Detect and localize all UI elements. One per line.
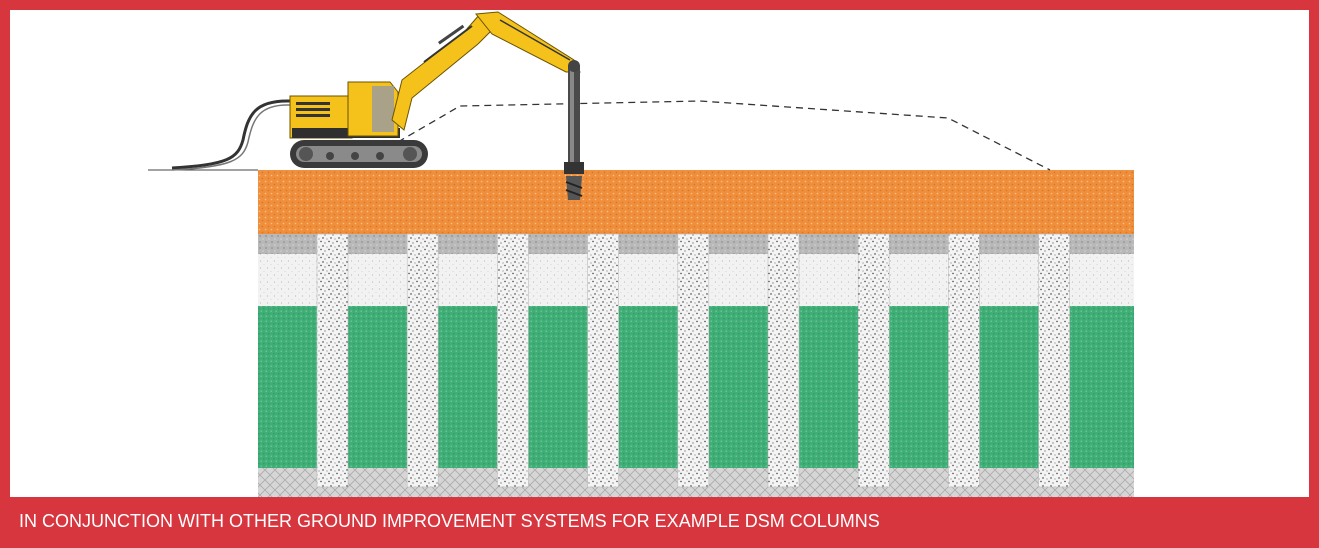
hydraulic-hose [171, 99, 291, 170]
dsm-columns [316, 233, 1070, 488]
caption-text: IN CONJUNCTION WITH OTHER GROUND IMPROVE… [19, 511, 880, 531]
dsm-column-6 [767, 233, 800, 488]
dsm-column-7 [857, 233, 890, 488]
dsm-column-4 [587, 233, 619, 488]
dsm-column-1 [316, 233, 349, 488]
dsm-column-5 [677, 233, 710, 488]
fill-layer [258, 170, 1134, 234]
caption-bar: IN CONJUNCTION WITH OTHER GROUND IMPROVE… [0, 497, 1319, 548]
dsm-column-8 [948, 233, 980, 488]
excavator [171, 11, 584, 200]
excavator-arm [475, 11, 581, 73]
diagram-panel [10, 10, 1309, 497]
ground-improvement-diagram [148, 11, 1134, 497]
dsm-column-2 [406, 233, 439, 488]
embankment-outline [397, 100, 1051, 171]
dsm-column-3 [497, 233, 529, 488]
dsm-column-9 [1038, 233, 1070, 488]
excavator-boom [391, 13, 501, 131]
